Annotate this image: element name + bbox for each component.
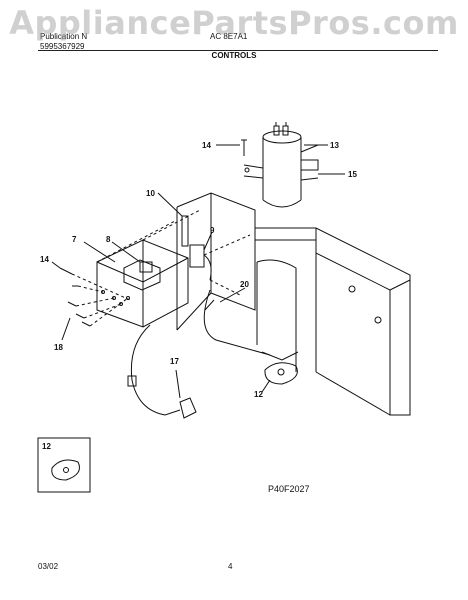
watermark-logo: AppliancePartsPros.com [9,4,459,42]
callout-10: 10 [146,189,155,198]
sensor-wire [203,289,271,356]
screw-14-left [59,267,73,275]
callout-12-inset: 12 [42,442,51,451]
model-number: AC 8E7A1 [210,32,248,41]
callout-12: 12 [254,390,263,399]
power-cord [127,324,197,419]
switch [123,259,161,291]
header-rule [38,50,438,51]
callout-7: 7 [72,235,77,244]
publication-number-label: Publication N [40,32,88,41]
capacitor-bracket [243,144,319,181]
thermostat [189,244,212,281]
callout-9: 9 [210,226,215,235]
callout-17: 17 [170,357,179,366]
control-box [96,239,189,328]
section-title: CONTROLS [211,51,257,60]
callout-14-left: 14 [40,255,49,264]
callout-20: 20 [240,280,249,289]
callout-14-top: 14 [202,141,211,150]
callout-15: 15 [348,170,357,179]
callout-8: 8 [106,235,111,244]
housing-panel [254,227,411,416]
publication-info: Publication N 5995367929 [40,32,87,52]
callout-13: 13 [330,141,339,150]
publication-number: 5995367929 [40,42,85,51]
diagram-code: P40F2027 [268,484,310,494]
leader-dashes [71,209,251,327]
callout-labels: 14 13 15 10 7 8 9 14 20 18 17 12 12 [40,141,357,451]
leader-lines [51,144,345,399]
control-bracket [176,192,256,331]
capacitor [262,122,302,208]
inset-box [37,437,91,493]
callout-18: 18 [54,343,63,352]
screw-14-top [241,139,247,156]
screws-18 [67,285,91,327]
grommet [261,351,299,385]
footer-page-number: 4 [228,562,233,571]
footer-date: 03/02 [38,562,59,571]
